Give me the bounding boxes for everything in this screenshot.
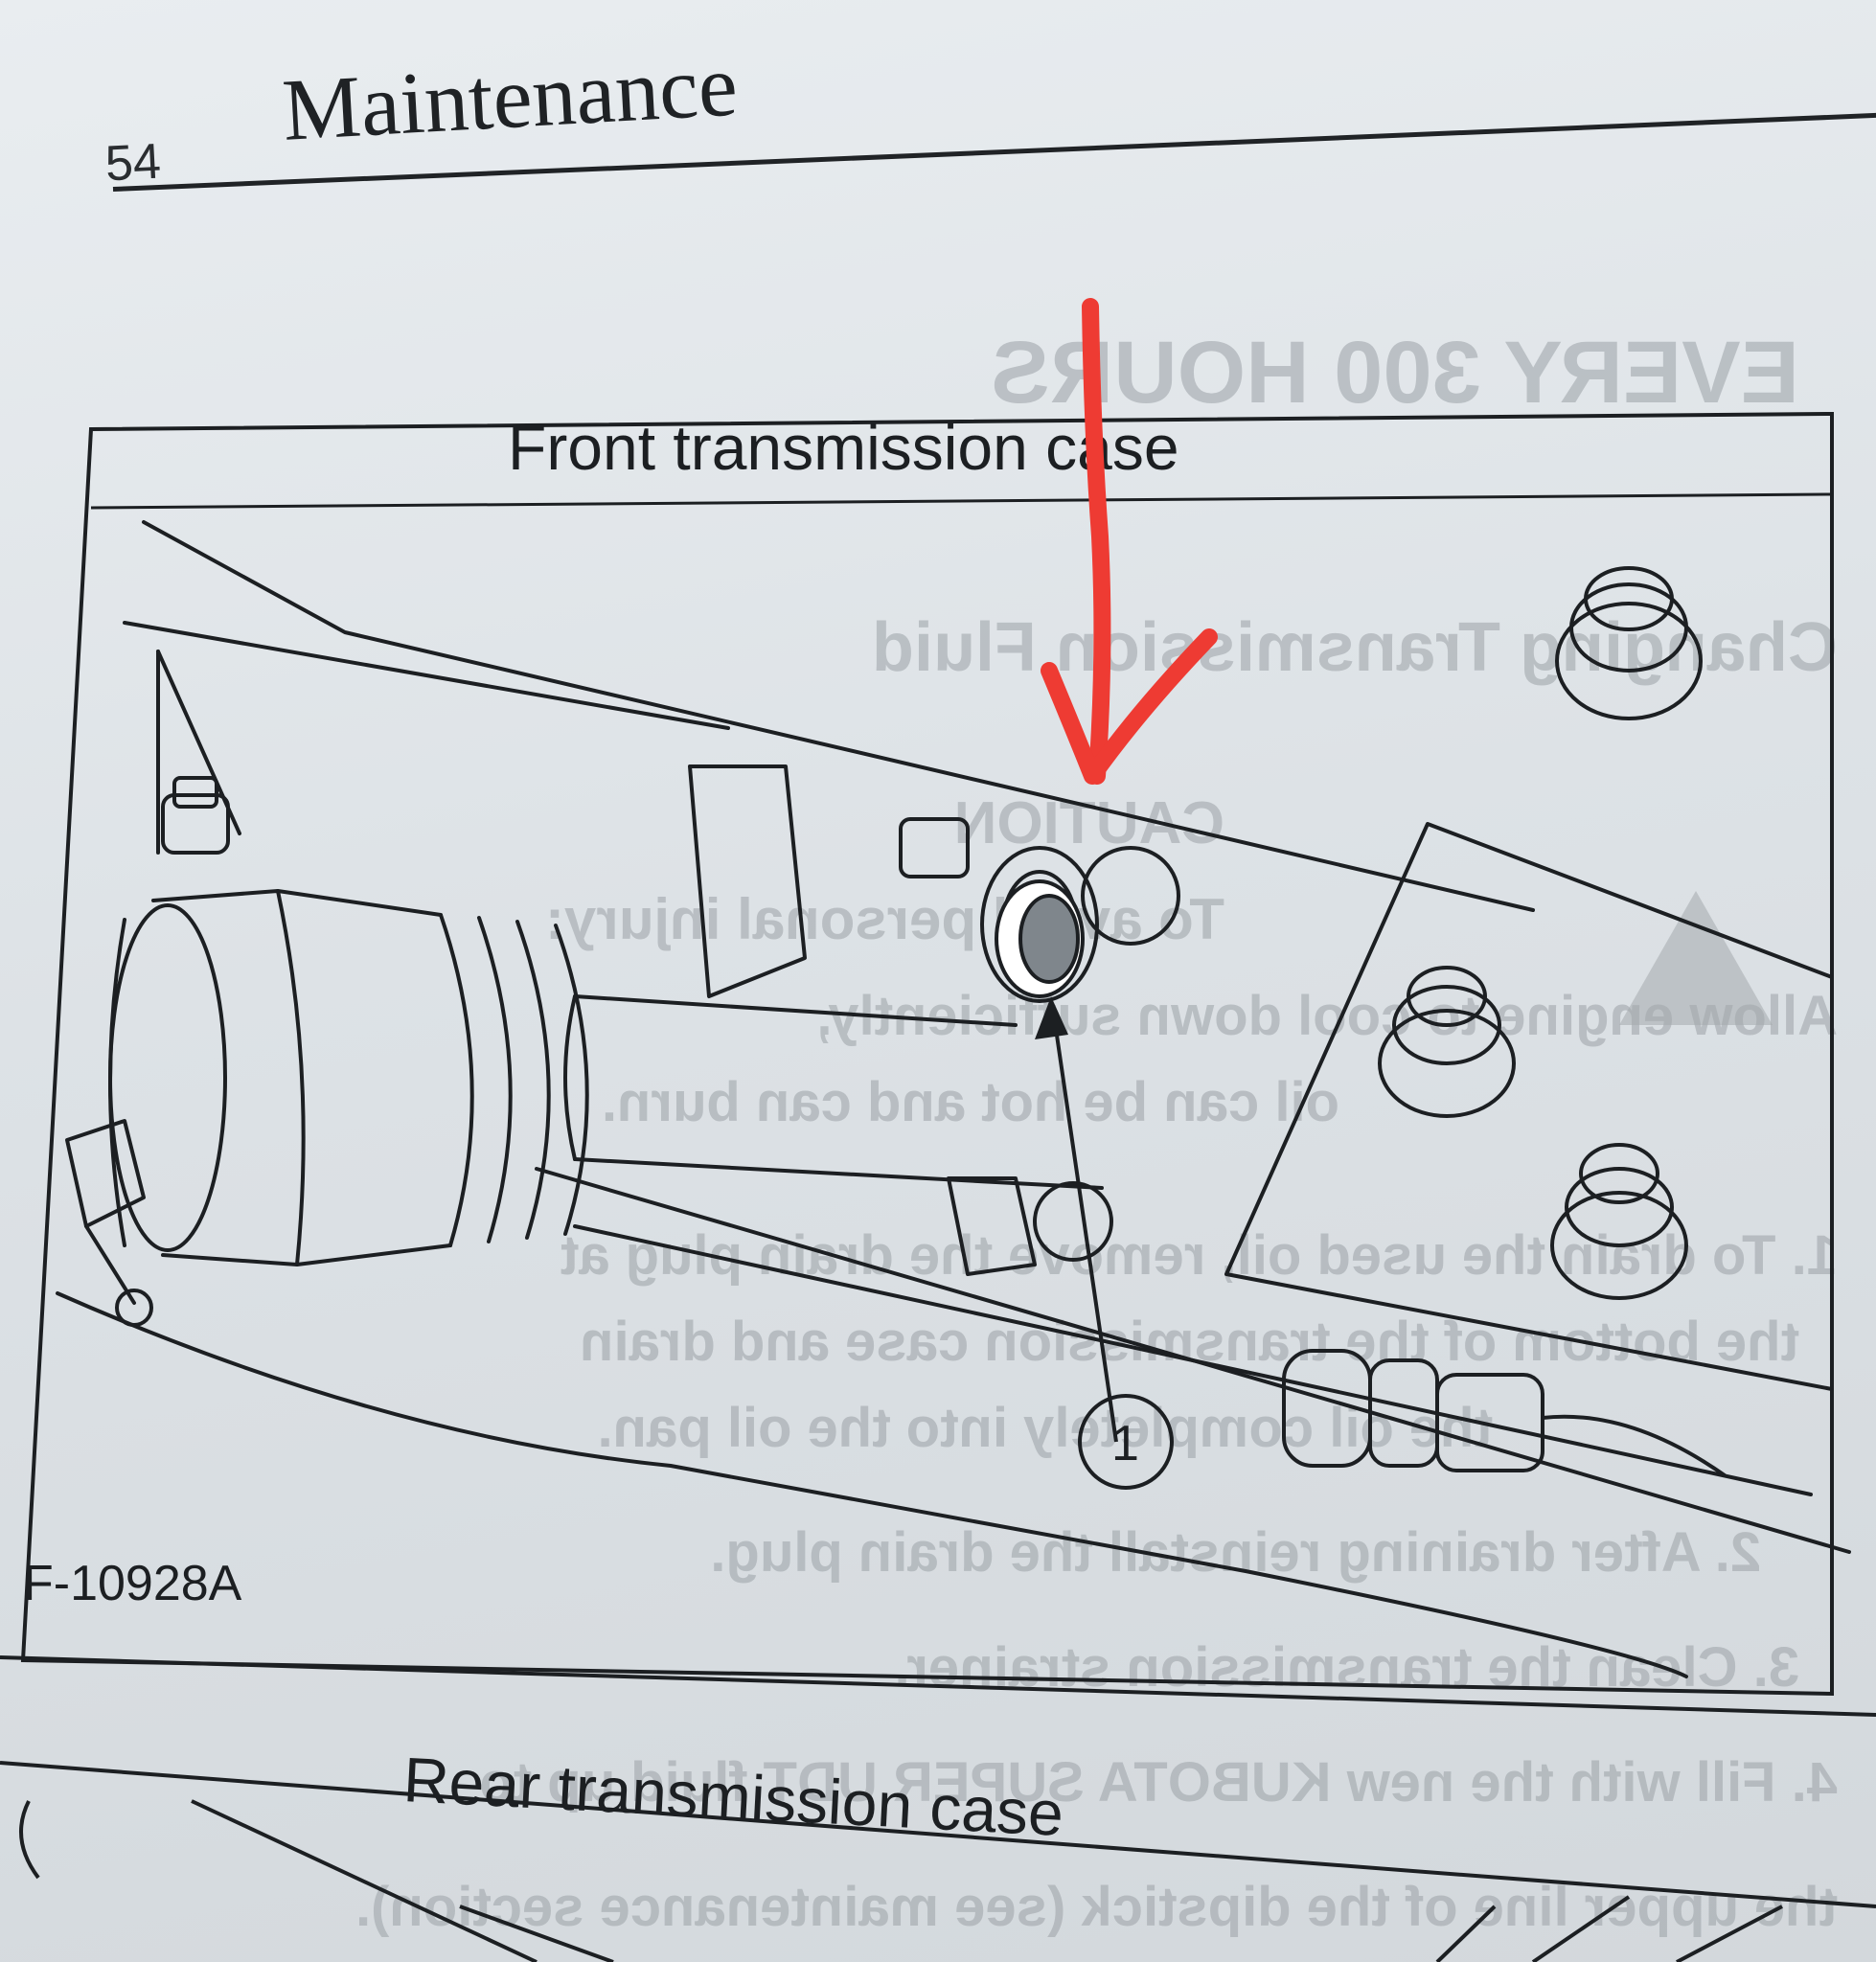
bleed-heading-hours: EVERY 300 HOURS bbox=[991, 324, 1799, 422]
red-arrow-icon bbox=[1041, 298, 1218, 785]
callout-1: 1 bbox=[1035, 996, 1174, 1490]
show-through-text: EVERY 300 HOURS Changing Transmission Fl… bbox=[355, 324, 1838, 1938]
front-figure-code: F-10928A bbox=[23, 1556, 242, 1611]
bleed-step-1b: the bottom of the transmission case and … bbox=[580, 1311, 1799, 1373]
bleed-heading-task: Changing Transmission Fluid bbox=[872, 609, 1838, 686]
bleed-caution-triangle-icon bbox=[1619, 891, 1773, 1025]
front-figure-title: Front transmission case bbox=[508, 412, 1179, 483]
rear-figure-frame bbox=[0, 1655, 1876, 1962]
bleed-step-1c: the oil completely into the oil pan. bbox=[597, 1397, 1493, 1459]
bleed-step-2: 2. After draining reinstall the drain pl… bbox=[710, 1521, 1761, 1584]
bleed-step-1a: 1. To drain the used oil, remove the dra… bbox=[561, 1224, 1838, 1287]
drain-plug bbox=[995, 879, 1085, 998]
callout-number: 1 bbox=[1111, 1416, 1139, 1472]
front-figure-frame bbox=[20, 411, 1834, 1697]
bleed-caution-label: CAUTION bbox=[954, 790, 1224, 856]
transmission-line-art bbox=[56, 520, 1851, 1678]
bleed-caution-line-3: oil can be hot and can burn. bbox=[602, 1071, 1339, 1133]
bleed-step-4: 4. Fill with the new KUBOTA SUPER UDT fl… bbox=[479, 1751, 1838, 1814]
